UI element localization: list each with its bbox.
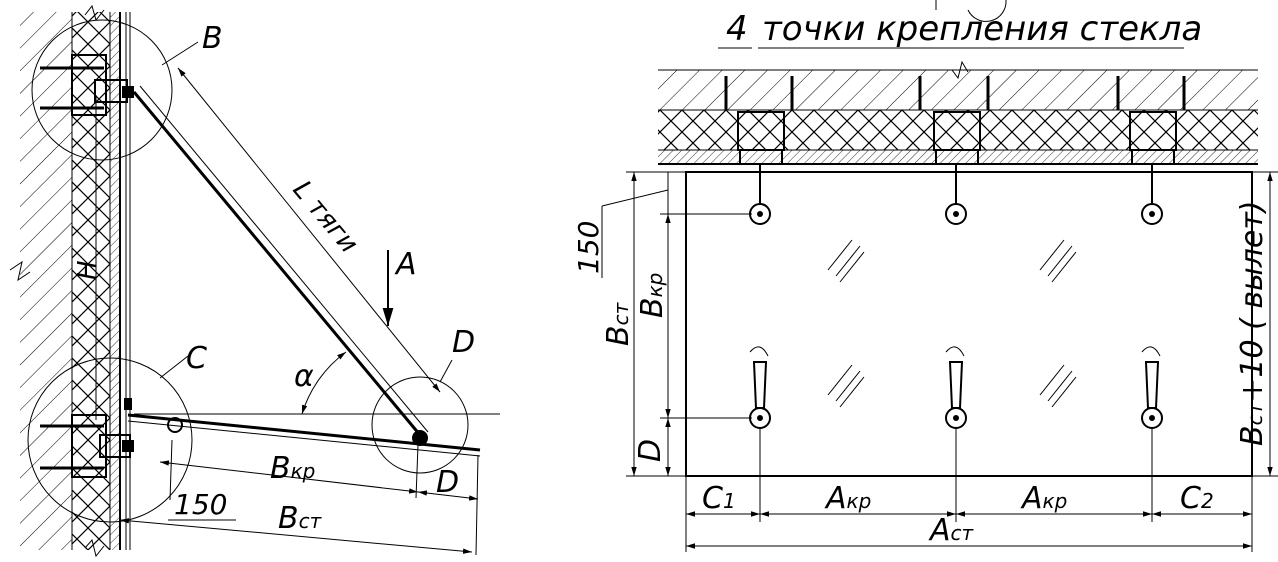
dim-B-st: Bст (278, 501, 323, 536)
fixing-point-top-2 (945, 164, 967, 225)
dim-A-kr-1: Aкр (824, 481, 871, 516)
fixing-point-bottom-3 (1141, 346, 1163, 429)
label-C: C (186, 341, 207, 376)
dim-150-front: 150 (572, 221, 605, 274)
dim-B-st-front: Bст (601, 301, 636, 346)
wall-concrete (20, 12, 72, 550)
title-count: 4 (726, 9, 748, 49)
dim-D-side: D (436, 465, 459, 500)
label-alpha: α (294, 359, 314, 394)
label-A: A (394, 247, 417, 282)
label-B: B (202, 21, 223, 56)
detail-circle-B (31, 19, 173, 161)
label-D-circle: D (452, 325, 475, 360)
dim-C1: C1 (702, 481, 736, 516)
title-text: точки крепления стекла (762, 9, 1202, 49)
ceiling-insulation (658, 110, 1258, 150)
detail-circle-C (27, 357, 193, 523)
dim-C2: C2 (1180, 481, 1214, 516)
bottom-bracket (40, 398, 134, 478)
fixing-point-top-3 (1141, 164, 1163, 225)
facade-panel (110, 12, 120, 550)
front-view: 4 точки крепления стекла (572, 0, 1278, 552)
detail-circle-D (371, 376, 469, 474)
label-H: H (73, 260, 103, 280)
fixing-point-bottom-1 (749, 346, 771, 429)
side-view: B L тяги A H C D α Bкр D 150 Bст (9, 4, 500, 558)
dim-150-side: 150 (174, 488, 227, 521)
dim-D-front: D (633, 439, 668, 462)
fixing-point-bottom-2 (945, 346, 967, 429)
dim-B-st-plus-10: Bст+10 ( вылет) (1235, 200, 1270, 446)
glass-panel (685, 171, 1253, 477)
angle-alpha-arc (301, 351, 347, 415)
tie-rod (132, 85, 429, 436)
dim-B-kr-front: Bкр (635, 273, 670, 318)
dim-A-st: Aст (928, 513, 975, 548)
top-bracket (40, 54, 134, 116)
dim-B-kr: Bкр (270, 451, 315, 486)
dim-A-kr-2: Aкр (1020, 481, 1067, 516)
